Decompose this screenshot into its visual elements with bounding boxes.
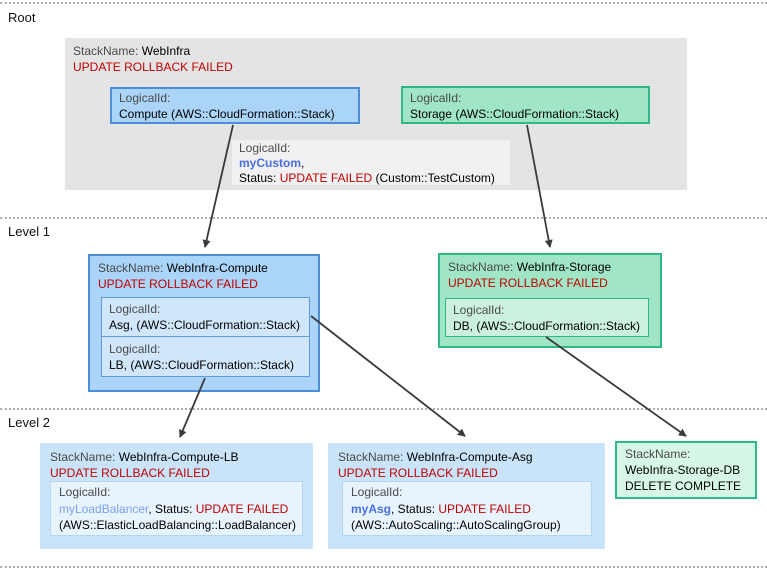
resource-value: LB, (AWS::CloudFormation::Stack) bbox=[109, 358, 294, 372]
stack-box-webinfra-storage-db: StackName: WebInfra-Storage-DB DELETE CO… bbox=[615, 441, 757, 499]
stackname-label: StackName: bbox=[625, 447, 691, 461]
separator-level1-level2 bbox=[0, 408, 767, 410]
resource-value: DB, (AWS::CloudFormation::Stack) bbox=[453, 319, 640, 333]
resource-box-myloadbalancer: LogicalId: myLoadBalancer, Status: UPDAT… bbox=[50, 481, 303, 536]
logicalid-label: LogicalId: bbox=[119, 91, 171, 105]
logicalid-label: LogicalId: bbox=[109, 302, 161, 316]
stack-status: UPDATE ROLLBACK FAILED bbox=[338, 466, 498, 480]
resource-link-myasg: myAsg bbox=[351, 501, 392, 516]
stack-title: StackName: WebInfra-Storage bbox=[448, 259, 652, 275]
stack-name: WebInfra bbox=[141, 44, 191, 58]
resource-box-storage: LogicalId: Storage (AWS::CloudFormation:… bbox=[401, 86, 650, 124]
logicalid-label: LogicalId: bbox=[239, 141, 291, 155]
stack-status: UPDATE ROLLBACK FAILED bbox=[98, 277, 258, 291]
band-label-level2: Level 2 bbox=[8, 415, 50, 430]
resource-link-myloadbalancer: myLoadBalancer bbox=[59, 501, 149, 516]
stack-status: DELETE COMPLETE bbox=[625, 479, 742, 493]
resource-value: Asg, (AWS::CloudFormation::Stack) bbox=[109, 318, 300, 332]
resource-box-db: LogicalId: DB, (AWS::CloudFormation::Sta… bbox=[445, 298, 649, 337]
stackname-label: StackName: bbox=[73, 44, 139, 58]
arrow-db-to-webinfra-storage-db bbox=[545, 336, 687, 437]
stack-title: StackName: WebInfra-Compute-Asg bbox=[338, 449, 595, 465]
status-label: Status: bbox=[239, 171, 277, 185]
stackname-label: StackName: bbox=[448, 260, 514, 274]
stack-title: StackName: WebInfra-Compute bbox=[98, 260, 310, 276]
stack-title: StackName: WebInfra-Compute-LB bbox=[50, 449, 303, 465]
stack-status: UPDATE ROLLBACK FAILED bbox=[448, 276, 608, 290]
resource-box-mycustom: LogicalId: myCustom, Status: UPDATE FAIL… bbox=[232, 140, 510, 185]
status-value: UPDATE FAILED bbox=[438, 501, 531, 516]
resource-type: (Custom::TestCustom) bbox=[375, 171, 495, 185]
stackname-label: StackName: bbox=[50, 450, 116, 464]
stack-title: StackName: WebInfra bbox=[73, 43, 679, 59]
stack-name: WebInfra-Compute-Asg bbox=[406, 450, 533, 464]
stack-name: WebInfra-Compute bbox=[166, 261, 268, 275]
logicalid-label: LogicalId: bbox=[453, 303, 505, 317]
resource-type: (AWS::ElasticLoadBalancing::LoadBalancer… bbox=[59, 518, 297, 532]
resource-box-lb: LogicalId: LB, (AWS::CloudFormation::Sta… bbox=[101, 336, 310, 377]
logicalid-label: LogicalId: bbox=[109, 342, 161, 356]
resource-box-compute: LogicalId: Compute (AWS::CloudFormation:… bbox=[110, 87, 360, 124]
status-value: UPDATE FAILED bbox=[195, 501, 289, 516]
separator-root-level1 bbox=[0, 217, 767, 219]
comma: , bbox=[301, 156, 305, 170]
status-value: UPDATE FAILED bbox=[279, 171, 373, 185]
logicalid-label: LogicalId: bbox=[59, 485, 111, 499]
separator-bottom bbox=[0, 566, 767, 568]
resource-type: (AWS::AutoScaling::AutoScalingGroup) bbox=[351, 518, 561, 532]
stackname-label: StackName: bbox=[98, 261, 164, 275]
band-label-level1: Level 1 bbox=[8, 224, 50, 239]
resource-link-mycustom: myCustom bbox=[239, 156, 302, 170]
logicalid-label: LogicalId: bbox=[351, 485, 403, 499]
resource-box-asg: LogicalId: Asg, (AWS::CloudFormation::St… bbox=[101, 297, 310, 337]
status-label: , Status: bbox=[391, 501, 436, 516]
stackname-label: StackName: bbox=[338, 450, 404, 464]
resource-value: Compute (AWS::CloudFormation::Stack) bbox=[119, 107, 335, 121]
stack-name: WebInfra-Storage bbox=[516, 260, 612, 274]
logicalid-label: LogicalId: bbox=[410, 91, 462, 105]
stack-status: UPDATE ROLLBACK FAILED bbox=[50, 466, 210, 480]
resource-value: Storage (AWS::CloudFormation::Stack) bbox=[410, 107, 619, 121]
stack-name: WebInfra-Compute-LB bbox=[118, 450, 239, 464]
status-label: , Status: bbox=[148, 501, 193, 516]
stack-name: WebInfra-Storage-DB bbox=[625, 463, 741, 477]
resource-box-myasg: LogicalId: myAsg, Status: UPDATE FAILED … bbox=[342, 481, 592, 536]
band-label-root: Root bbox=[8, 10, 36, 25]
stack-status: UPDATE ROLLBACK FAILED bbox=[73, 60, 233, 74]
separator-top bbox=[0, 2, 767, 4]
